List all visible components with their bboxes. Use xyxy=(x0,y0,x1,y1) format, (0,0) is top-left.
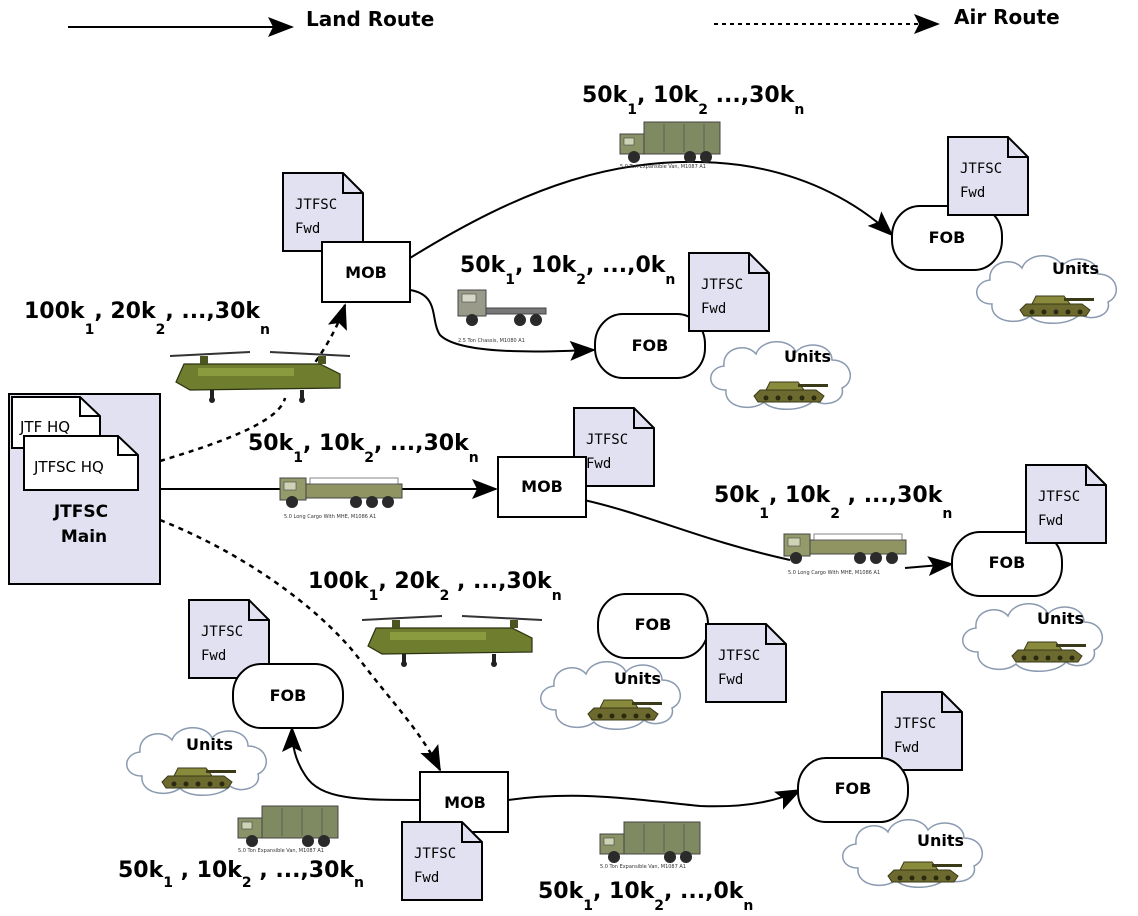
vehicle-caption: 2.5 Ton Chassis, M1080 A1 xyxy=(458,338,525,344)
air-route-legend-label: Air Route xyxy=(954,5,1060,29)
formula-top: 50k1, 10k2 ...,30kn xyxy=(582,83,804,118)
mob-center: JTFSC Fwd MOB xyxy=(497,407,655,518)
chinook-helicopter-icon xyxy=(361,615,543,668)
jtfsc-fwd-label-line1: JTFSC xyxy=(701,277,743,293)
units-label: Units xyxy=(1037,609,1084,628)
jtfsc-fwd-label-line1: JTFSC xyxy=(201,624,243,640)
fob-label: FOB xyxy=(835,779,872,798)
land-route-legend-label: Land Route xyxy=(306,7,434,31)
units-label: Units xyxy=(186,735,233,754)
air-route-main-to-mob-bottom xyxy=(159,518,442,772)
vehicle-caption: 5.0 Ton Expansible Van, M1087 A1 xyxy=(600,864,686,870)
jtfsc-main-label-line1: JTFSC xyxy=(53,502,108,522)
fob-label: FOB xyxy=(632,336,669,355)
mob-box xyxy=(321,241,411,303)
legend: Land Route Air Route xyxy=(68,5,1060,37)
jtfsc-fwd-document: JTFSC Fwd xyxy=(881,691,963,771)
fob-right: FOB JTFSC Fwd Units xyxy=(951,464,1107,673)
land-route-mob-bottom-to-fob-bottom-right xyxy=(507,789,802,810)
jtfsc-fwd-label-line1: JTFSC xyxy=(295,197,337,213)
jtfsc-fwd-document: JTFSC Fwd xyxy=(705,623,787,703)
jtfsc-fwd-label-line1: JTFSC xyxy=(414,846,456,862)
capacity-formulas: 50k1, 10k2 ...,30kn 50k1, 10k2, ...,0kn … xyxy=(24,83,952,914)
fob-bottom-left: JTFSC Fwd FOB Units xyxy=(125,599,344,797)
jtfsc-fwd-label-line1: JTFSC xyxy=(718,648,760,664)
fob-label: FOB xyxy=(929,228,966,247)
jtfsc-fwd-label-line2: Fwd xyxy=(960,185,985,201)
air-route-main-to-mob-top xyxy=(159,305,345,463)
jtfsc-hq-document: JTFSC HQ xyxy=(23,435,139,491)
fob-label: FOB xyxy=(270,686,307,705)
fob-label: FOB xyxy=(989,553,1026,572)
land-route-mob-top-to-fob-mid xyxy=(409,289,596,361)
jtfsc-main-document: JTF HQ JTFSC HQ JTFSC Main xyxy=(8,393,161,585)
jtf-hq-label: JTF HQ xyxy=(19,418,70,436)
chassis-truck-icon: 2.5 Ton Chassis, M1080 A1 xyxy=(457,289,547,344)
vehicle-caption: 5.0 Ton Expansible Van, M1087 A1 xyxy=(238,848,324,854)
jtfsc-fwd-label-line1: JTFSC xyxy=(894,716,936,732)
jtfsc-fwd-document: JTFSC Fwd xyxy=(573,407,655,487)
fob-bottom-right: JTFSC Fwd FOB Units xyxy=(797,691,984,889)
land-route-mob-bottom-to-fob-bottom-left xyxy=(282,726,421,801)
jtfsc-fwd-label-line2: Fwd xyxy=(586,456,611,472)
jtfsc-fwd-label-line2: Fwd xyxy=(201,648,226,664)
expansible-van-icon: 5.0 Ton Expansible Van, M1087 A1 xyxy=(599,821,701,870)
formula-bottom-right: 50k1, 10k2, ...,0kn xyxy=(538,879,753,914)
mob-top: JTFSC Fwd MOB xyxy=(282,172,411,303)
units-label: Units xyxy=(784,347,831,366)
jtfsc-fwd-document: JTFSC Fwd xyxy=(282,172,364,252)
mob-bottom: MOB JTFSC Fwd xyxy=(401,771,509,901)
chinook-helicopter-icon xyxy=(169,351,351,404)
units-label: Units xyxy=(917,831,964,850)
mob-label: MOB xyxy=(345,263,387,282)
formula-bottom-left: 50k1 , 10k2 , ...,30kn xyxy=(118,858,364,891)
formula-mob-top-truck: 50k1, 10k2, ...,0kn xyxy=(460,253,675,288)
vehicle-caption: 5.0 Long Cargo With MHE, M1086 A1 xyxy=(284,514,376,520)
jtfsc-fwd-label-line1: JTFSC xyxy=(1038,489,1080,505)
land-route-mob-center-to-fob-right xyxy=(583,499,952,568)
vehicle-caption: 5.0 Long Cargo With MHE, M1086 A1 xyxy=(788,570,880,576)
units-label: Units xyxy=(614,669,661,688)
jtfsc-hq-label: JTFSC HQ xyxy=(33,458,104,476)
fob-mid: FOB JTFSC Fwd Units xyxy=(594,252,852,411)
jtfsc-fwd-label-line1: JTFSC xyxy=(960,161,1002,177)
formula-air-bottom: 100k1, 20k2 , ...,30kn xyxy=(308,569,562,604)
land-route-mob-top-to-fob-top-right xyxy=(409,160,894,259)
jtfsc-fwd-document: JTFSC Fwd xyxy=(401,821,483,901)
fob-center: FOB JTFSC Fwd Units xyxy=(539,593,787,731)
vehicle-caption: 5.0 Ton Expansible Van, M1087 A1 xyxy=(620,164,706,170)
formula-right: 50k1, 10k2 , ...,30kn xyxy=(714,483,952,522)
mob-box xyxy=(497,456,587,518)
expansible-van-icon: 5.0 Ton Expansible Van, M1087 A1 xyxy=(619,121,721,170)
jtfsc-main-label-line2: Main xyxy=(61,527,107,547)
cargo-truck-icon: 5.0 Long Cargo With MHE, M1086 A1 xyxy=(279,477,403,520)
jtfsc-fwd-label-line2: Fwd xyxy=(718,672,743,688)
mob-label: MOB xyxy=(521,477,563,496)
jtfsc-fwd-document: JTFSC Fwd xyxy=(1025,464,1107,544)
jtfsc-fwd-label-line1: JTFSC xyxy=(586,432,628,448)
jtfsc-fwd-label-line2: Fwd xyxy=(1038,513,1063,529)
fob-top-right: FOB JTFSC Fwd Units xyxy=(891,136,1118,325)
jtfsc-fwd-label-line2: Fwd xyxy=(894,740,919,756)
units-label: Units xyxy=(1052,259,1099,278)
formula-center: 50k1, 10k2, ...,30kn xyxy=(248,431,479,466)
fob-label: FOB xyxy=(635,615,672,634)
expansible-van-icon: 5.0 Ton Expansible Van, M1087 A1 xyxy=(237,805,339,854)
jtfsc-fwd-document: JTFSC Fwd xyxy=(688,252,770,332)
jtfsc-fwd-label-line2: Fwd xyxy=(414,870,439,886)
mob-label: MOB xyxy=(444,793,486,812)
jtfsc-fwd-document: JTFSC Fwd xyxy=(947,136,1029,216)
cargo-truck-icon: 5.0 Long Cargo With MHE, M1086 A1 xyxy=(783,533,907,576)
jtfsc-fwd-document: JTFSC Fwd xyxy=(188,599,270,679)
jtfsc-fwd-label-line2: Fwd xyxy=(295,221,320,237)
formula-air-top: 100k1, 20k2, ...,30kn xyxy=(24,299,270,338)
jtfsc-fwd-label-line2: Fwd xyxy=(701,301,726,317)
